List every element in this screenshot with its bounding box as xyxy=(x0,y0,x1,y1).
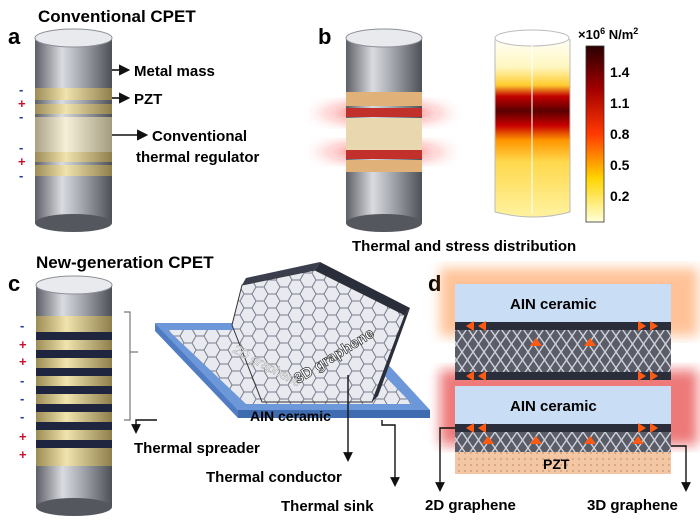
sign-plus: + xyxy=(19,337,27,352)
label-2d-graphene-d: 2D graphene xyxy=(425,497,516,514)
heat-flow-chevrons xyxy=(466,321,658,444)
graphene-structure: 2D graphene 3D graphene AIN ceramic xyxy=(155,262,430,424)
colorbar-tick: 0.8 xyxy=(610,126,630,142)
panel-d-letter: d xyxy=(428,271,441,296)
label-thermal-spreader: Thermal spreader xyxy=(134,440,260,457)
stress-section-column xyxy=(494,29,571,218)
label-thermal-sink: Thermal sink xyxy=(281,498,374,515)
label-pzt: PZT xyxy=(134,91,162,108)
panel-d-callouts: 2D graphene 3D graphene xyxy=(425,427,691,514)
panel-b-letter: b xyxy=(318,24,331,49)
panel-c-title: New-generation CPET xyxy=(36,253,214,272)
sign-plus: + xyxy=(18,154,26,169)
sign-minus: - xyxy=(19,168,23,183)
label-ain-ceramic-mid: AIN ceramic xyxy=(510,398,597,415)
label-conventional: Conventional xyxy=(152,128,247,145)
sign-minus: - xyxy=(20,391,24,406)
label-metal-mass: Metal mass xyxy=(134,63,215,80)
panel-c-callouts: Thermal spreader Thermal conductor Therm… xyxy=(131,375,400,515)
heated-cylinder xyxy=(308,28,458,232)
label-thermal-conductor: Thermal conductor xyxy=(206,469,342,486)
sign-minus: - xyxy=(20,373,24,388)
panel-a-letter: a xyxy=(8,24,21,49)
layer-stack: AIN ceramic AIN ceramic PZT xyxy=(455,284,671,474)
panel-c-letter: c xyxy=(8,271,20,296)
panel-a: a Conventional CPET - + - - + - Metal ma… xyxy=(8,7,260,232)
conventional-cpet-cylinder xyxy=(34,28,113,232)
sign-minus: - xyxy=(20,409,24,424)
panel-c: c New-generation CPET - + + - - - xyxy=(8,253,430,516)
panel-a-signs: - + - - + - xyxy=(18,82,26,183)
sign-plus: + xyxy=(19,447,27,462)
label-thermal-regulator: thermal regulator xyxy=(136,149,260,166)
new-cpet-cylinder xyxy=(35,275,113,516)
sign-minus: - xyxy=(19,109,23,124)
panel-b: b ×106 N/m2 1.4 1.1 0.8 0.5 0.2 xyxy=(308,24,638,255)
sign-plus: + xyxy=(19,354,27,369)
label-ain-ceramic-c: AIN ceramic xyxy=(250,408,331,424)
sign-minus: - xyxy=(19,140,23,155)
colorbar-unit: ×106 N/m2 xyxy=(578,26,638,42)
panel-a-callouts: Metal mass PZT Conventional thermal regu… xyxy=(112,63,260,166)
stress-colorbar: ×106 N/m2 1.4 1.1 0.8 0.5 0.2 xyxy=(578,26,638,223)
zoom-bracket xyxy=(124,311,138,421)
panel-b-caption: Thermal and stress distribution xyxy=(352,238,576,255)
colorbar-tick: 0.2 xyxy=(610,188,630,204)
label-pzt-d: PZT xyxy=(543,456,570,472)
sign-minus: - xyxy=(20,318,24,333)
label-3d-graphene-d: 3D graphene xyxy=(587,497,678,514)
panel-a-title: Conventional CPET xyxy=(38,7,196,26)
panel-c-signs: - + + - - - + + xyxy=(19,318,27,462)
panel-d: d AIN ceramic AIN ceramic PZT xyxy=(425,268,698,514)
sign-plus: + xyxy=(18,96,26,111)
sign-plus: + xyxy=(19,429,27,444)
colorbar-tick: 1.4 xyxy=(610,64,630,80)
sign-minus: - xyxy=(19,82,23,97)
colorbar-tick: 0.5 xyxy=(610,157,630,173)
colorbar-tick: 1.1 xyxy=(610,95,630,111)
label-ain-ceramic-top: AIN ceramic xyxy=(510,296,597,313)
